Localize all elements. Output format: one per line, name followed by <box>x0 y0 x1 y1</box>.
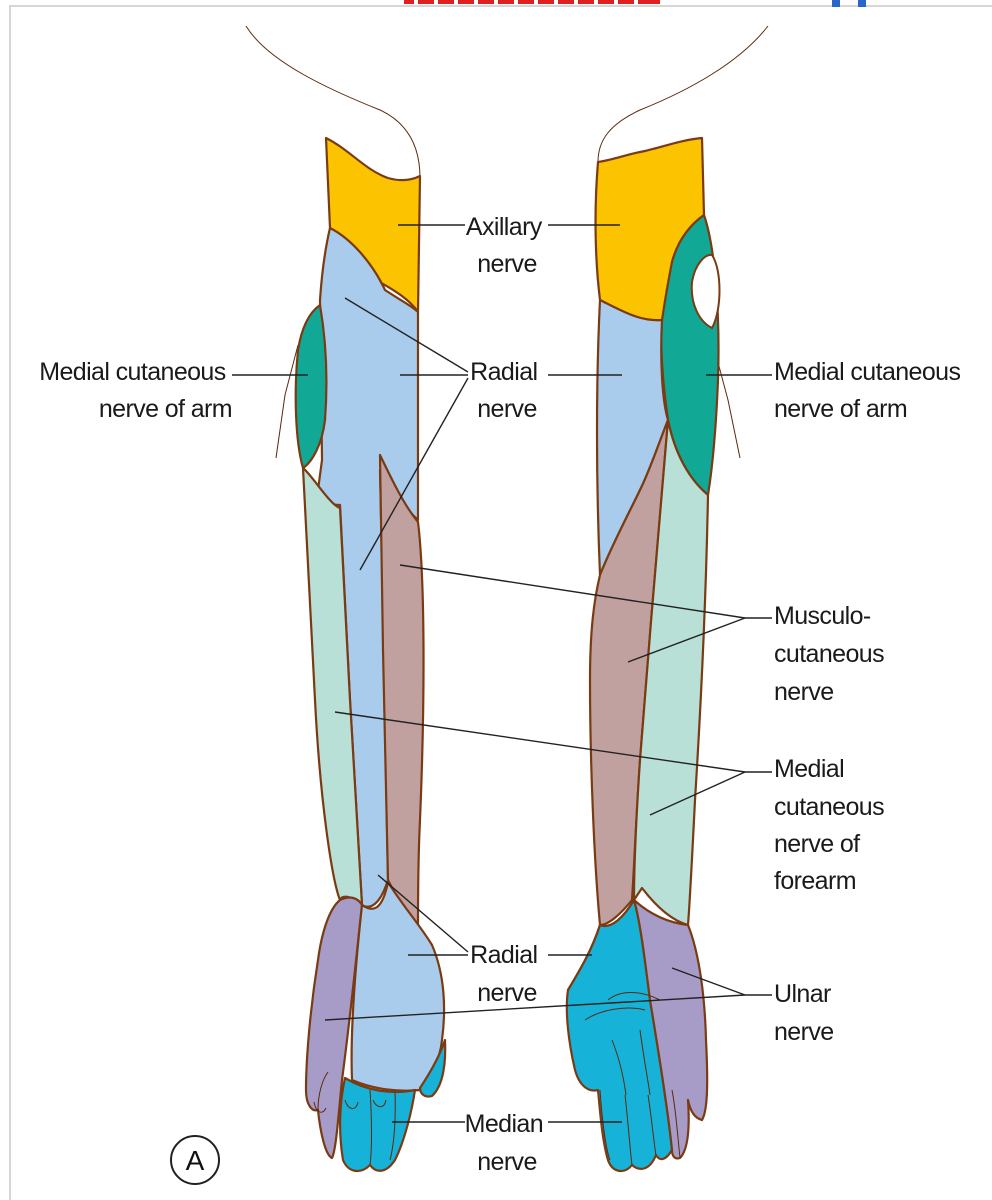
radial-upper-label-line-1: Radial <box>470 358 537 386</box>
axillary-label: Axillary nerve <box>466 213 548 278</box>
musculocutaneous-label-line-1: Musculo- <box>774 602 871 630</box>
figure-frame <box>9 5 992 1200</box>
axillary-label-line-1: Axillary <box>466 213 543 241</box>
ulnar-label-line-1: Ulnar <box>774 980 831 1008</box>
musculocutaneous-label-line-2: cutaneous <box>774 640 884 668</box>
median-label-line-1: Median <box>465 1110 543 1138</box>
left-arm <box>245 25 447 1173</box>
medial-forearm-label-line-2: cutaneous <box>774 793 884 821</box>
radial-lower-label-line-1: Radial <box>470 941 537 969</box>
left-medial-forearm-region <box>301 466 364 907</box>
ulnar-label: Ulnar nerve <box>774 980 837 1046</box>
musculocutaneous-label: Musculo- cutaneous nerve <box>774 602 890 706</box>
median-label-line-2: nerve <box>477 1148 537 1176</box>
left-median-region <box>339 1076 417 1173</box>
medial-forearm-label-line-1: Medial <box>774 755 844 783</box>
right-ulnar-region <box>632 898 709 1160</box>
medial-arm-right-label: Medial cutaneous nerve of arm <box>774 358 967 423</box>
medial-arm-left-label-line-1: Medial cutaneous <box>39 358 225 386</box>
medial-forearm-label-line-4: forearm <box>774 867 856 895</box>
ulnar-label-line-2: nerve <box>774 1018 834 1046</box>
medial-arm-right-label-line-1: Medial cutaneous <box>774 358 960 386</box>
radial-lower-label-line-2: nerve <box>477 979 537 1007</box>
panel-marker: A <box>170 1135 220 1185</box>
left-median-thumb <box>418 1038 447 1098</box>
labels: Axillary nerve Radial nerve Medial cutan… <box>39 213 967 1176</box>
radial-lower-label: Radial nerve <box>470 941 544 1007</box>
median-label: Median nerve <box>465 1110 550 1176</box>
top-red-marker <box>404 0 660 4</box>
left-musculo-region <box>378 453 425 927</box>
radial-upper-label-line-2: nerve <box>477 395 537 423</box>
musculocutaneous-label-line-3: nerve <box>774 678 834 706</box>
right-arm <box>565 25 769 1173</box>
medial-forearm-label-line-3: nerve of <box>774 830 860 858</box>
medial-arm-left-label: Medial cutaneous nerve of arm <box>39 358 232 423</box>
left-radial-hand-region <box>350 880 446 1092</box>
panel-marker-letter: A <box>186 1145 205 1176</box>
medial-forearm-label: Medial cutaneous nerve of forearm <box>774 755 890 895</box>
leader-lines <box>232 224 772 1123</box>
top-blue-marker <box>832 0 866 7</box>
medial-arm-right-label-line-2: nerve of arm <box>774 395 907 423</box>
medial-arm-left-label-line-2: nerve of arm <box>99 395 232 423</box>
right-unshaded-patch <box>690 253 721 330</box>
axillary-label-line-2: nerve <box>477 250 537 278</box>
radial-upper-label: Radial nerve <box>470 358 544 423</box>
